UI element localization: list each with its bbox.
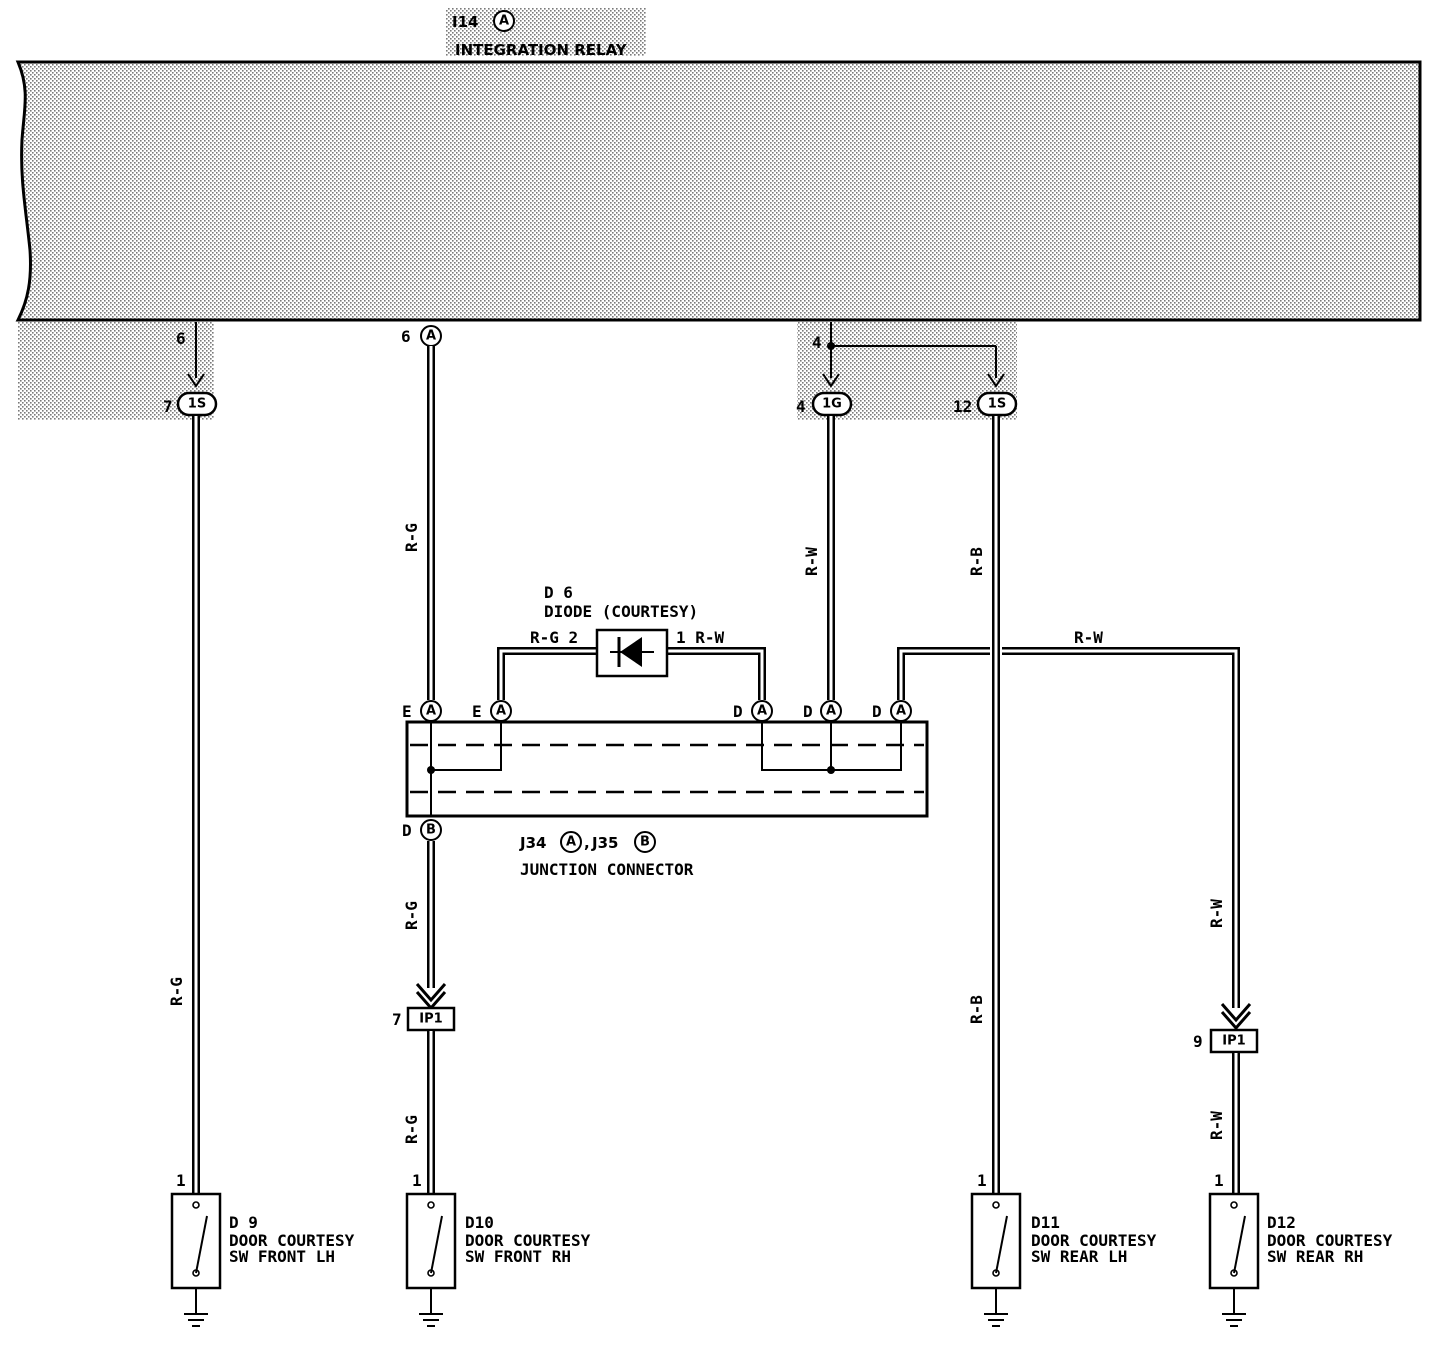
wire-rw-bottom-color: R-W: [1207, 1111, 1226, 1140]
ip1-left-code: IP1: [419, 1012, 442, 1027]
junction-pin-e2: E: [472, 702, 482, 721]
plug-mid-pin: 4: [796, 397, 806, 416]
diode-pin-in: R-G 2: [530, 628, 578, 647]
relay-pin-mid-num: 6: [401, 327, 411, 346]
svg-text:,: ,: [584, 834, 590, 852]
split-node: [827, 342, 835, 350]
arrow-right: [987, 373, 1005, 388]
switch-d11-line2: SW REAR LH: [1031, 1247, 1127, 1266]
switch-d11-code: D11: [1031, 1213, 1060, 1232]
relay-pin-mid-conn: A: [426, 329, 436, 344]
relay-connector-letter: A: [499, 14, 509, 29]
switch-d12: 1 D12 DOOR COURTESY SW REAR RH: [1208, 1171, 1393, 1327]
relay-name: INTEGRATION RELAY: [455, 41, 628, 59]
switch-d10-pin: 1: [412, 1171, 422, 1190]
plug-right: [976, 391, 1018, 417]
wire-center-bottom-color: R-G: [402, 1115, 421, 1144]
plug-left: [176, 391, 218, 417]
wire-diode-in: [497, 647, 597, 700]
plug-right-pin: 12: [953, 397, 972, 416]
switch-d9: 1 D 9 DOOR COURTESY SW FRONT LH: [170, 1171, 355, 1327]
junction-node-right: [827, 766, 835, 774]
relay-pin-right: 4: [812, 333, 822, 352]
junction-term-e1: A: [426, 704, 436, 719]
wire-center-color: R-W: [802, 547, 821, 576]
switch-d12-pin: 1: [1214, 1171, 1224, 1190]
ip1-right: [1209, 1028, 1259, 1054]
wire-right-color: R-W: [1207, 899, 1226, 928]
switch-d11-pin: 1: [977, 1171, 987, 1190]
ip1-left: [406, 1006, 456, 1032]
switch-d12-line1: DOOR COURTESY: [1267, 1231, 1393, 1250]
switch-d10-line1: DOOR COURTESY: [465, 1231, 591, 1250]
junction-node-left: [427, 766, 435, 774]
junction-pin-d1: D: [733, 702, 743, 721]
plug-left-pin: 7: [163, 397, 173, 416]
junction-code-b: J35: [591, 834, 618, 852]
junction-pin-d3: D: [872, 702, 882, 721]
wire-rw-right: [897, 647, 1240, 1008]
plug-mid: [811, 391, 853, 417]
ip1-right-code: IP1: [1222, 1034, 1245, 1049]
switch-d12-line2: SW REAR RH: [1267, 1247, 1363, 1266]
arrow-ip1-right: [1220, 1003, 1252, 1023]
junction-bus-e: [431, 722, 502, 771]
diode-code: D 6: [544, 583, 573, 602]
integration-relay-body: [15, 60, 1422, 322]
junction-term-e2: A: [496, 704, 506, 719]
switch-d10-code: D10: [465, 1213, 494, 1232]
wire-left-color: R-G: [167, 977, 186, 1006]
junction-pin-d-bottom: D: [402, 821, 412, 840]
wire-diode-out: [667, 647, 766, 700]
relay-pin-left: 6: [176, 329, 186, 348]
switch-d10-contact-icon: [430, 1215, 443, 1274]
plug-left-code: 1S: [188, 397, 206, 412]
relay-code: I14: [452, 13, 478, 31]
junction-name: JUNCTION CONNECTOR: [520, 860, 694, 879]
switch-d11-line1: DOOR COURTESY: [1031, 1231, 1157, 1250]
wire-rb-color-top: R-B: [967, 547, 986, 576]
junction-term-d2: A: [826, 704, 836, 719]
junction-conn-b: B: [640, 835, 650, 850]
switch-d10-line2: SW FRONT RH: [465, 1247, 571, 1266]
switch-d9-contact-icon: [195, 1215, 208, 1274]
diode-symbol-icon: [620, 637, 642, 667]
switch-d10-body: [405, 1192, 457, 1290]
junction-term-b: B: [426, 823, 436, 838]
switch-d12-code: D12: [1267, 1213, 1296, 1232]
plug-right-code: 1S: [988, 397, 1006, 412]
junction-pin-d2: D: [803, 702, 813, 721]
junction-pin-e1: E: [402, 702, 412, 721]
ip1-right-pin: 9: [1193, 1032, 1203, 1051]
relay-connector-circle: [493, 10, 515, 32]
arrow-mid: [822, 373, 840, 388]
wire-center-mid-color: R-G: [402, 901, 421, 930]
wire-center-top-color: R-G: [402, 523, 421, 552]
junction-code-a: J34: [519, 834, 546, 852]
junction-term-d1: A: [757, 704, 767, 719]
wire-right-horizontal-color: R-W: [1074, 628, 1103, 647]
plug-mid-code: 1G: [822, 397, 842, 412]
diode-name: DIODE (COURTESY): [544, 602, 698, 621]
switch-d9-code: D 9: [229, 1213, 258, 1232]
switch-d12-contact-icon: [1233, 1215, 1246, 1274]
wire-rb-color-bottom: R-B: [967, 995, 986, 1024]
switch-d10: 1 D10 DOOR COURTESY SW FRONT RH: [405, 1171, 591, 1327]
switch-d11: 1 D11 DOOR COURTESY SW REAR LH: [970, 1171, 1157, 1327]
switch-d9-line2: SW FRONT LH: [229, 1247, 335, 1266]
diode-pin-out: 1 R-W: [676, 628, 725, 647]
junction-conn-a: A: [566, 835, 576, 850]
arrow-left: [187, 373, 205, 388]
switch-d11-contact-icon: [995, 1215, 1008, 1274]
ip1-left-pin: 7: [392, 1010, 402, 1029]
arrow-ip1-left: [415, 983, 447, 1003]
switch-d9-line1: DOOR COURTESY: [229, 1231, 355, 1250]
junction-term-d3: A: [896, 704, 906, 719]
switch-d9-pin: 1: [176, 1171, 186, 1190]
relay-label-shade: [446, 8, 646, 56]
